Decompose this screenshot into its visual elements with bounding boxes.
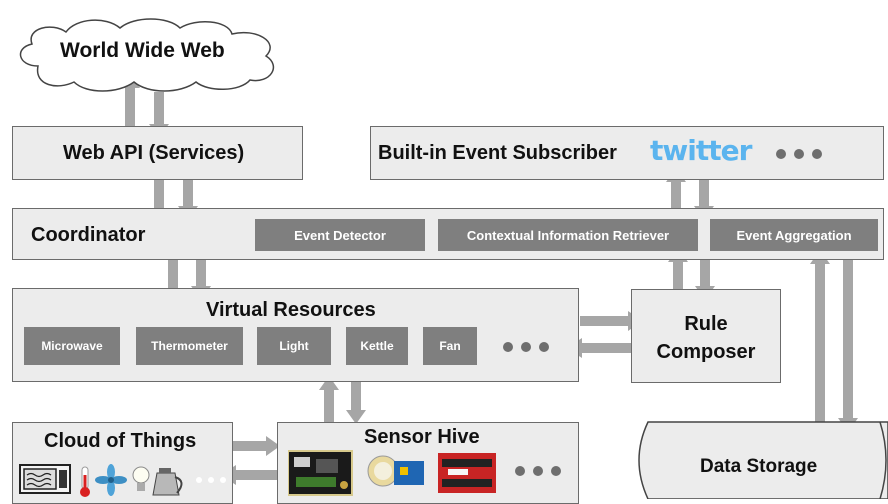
more-subscribers-icon: [776, 149, 822, 159]
twitter-logo: twitter: [650, 134, 752, 167]
cloud-of-things-label: Cloud of Things: [44, 430, 197, 452]
thermometer-icon: [80, 466, 90, 497]
world-wide-web-label: World Wide Web: [60, 39, 225, 62]
sensor-board-icon: [288, 450, 353, 496]
world-wide-web-cloud: [19, 18, 274, 92]
coordinator-label: Coordinator: [31, 224, 146, 246]
event-aggregation-chip: Event Aggregation: [710, 219, 878, 251]
sensor-hive-box: Sensor Hive: [277, 422, 579, 504]
arrow-vr-to-hive: [346, 382, 366, 424]
rule-composer-box: Rule Composer: [631, 289, 781, 383]
data-storage-cylinder: [638, 421, 888, 499]
more-devices-icon: [196, 477, 226, 483]
event-subscriber-label: Built-in Event Subscriber: [378, 142, 617, 164]
more-sensors-icon: [515, 466, 561, 476]
cloud-of-things-box: Cloud of Things: [12, 422, 233, 504]
fan-chip: Fan: [423, 327, 477, 365]
coordinator-box: Coordinator Event Detector Contextual In…: [12, 208, 884, 260]
phidget-sensor-icon: [367, 455, 424, 487]
arrow-storage-to-coord: [810, 250, 830, 424]
more-resources-icon: [503, 342, 549, 352]
kettle-icon: [152, 468, 183, 496]
event-detector-chip: Event Detector: [255, 219, 425, 251]
light-chip: Light: [257, 327, 331, 365]
microwave-chip: Microwave: [24, 327, 120, 365]
virtual-resources-label: Virtual Resources: [206, 299, 376, 321]
device-icons: [19, 464, 226, 497]
web-api-label: Web API (Services): [63, 142, 245, 164]
microwave-icon: [19, 464, 71, 494]
arrow-hive-to-vr: [319, 376, 339, 424]
fan-icon: [95, 464, 127, 496]
sensor-hive-label: Sensor Hive: [364, 426, 480, 448]
arrow-things-to-hive: [232, 436, 280, 456]
event-subscriber-box: Built-in Event Subscriber twitter: [370, 126, 884, 180]
light-bulb-icon: [132, 466, 150, 491]
interface-kit-icon: [438, 453, 496, 493]
arrow-coord-to-storage: [838, 260, 858, 432]
virtual-resources-box: Virtual Resources Microwave Thermometer …: [12, 288, 579, 382]
sensor-boards: [288, 450, 561, 496]
contextual-retriever-chip: Contextual Information Retriever: [438, 219, 698, 251]
kettle-chip: Kettle: [346, 327, 408, 365]
web-api-box: Web API (Services): [12, 126, 303, 180]
thermometer-chip: Thermometer: [136, 327, 243, 365]
rule-composer-label: Rule Composer: [656, 313, 756, 363]
data-storage-label: Data Storage: [700, 456, 818, 477]
